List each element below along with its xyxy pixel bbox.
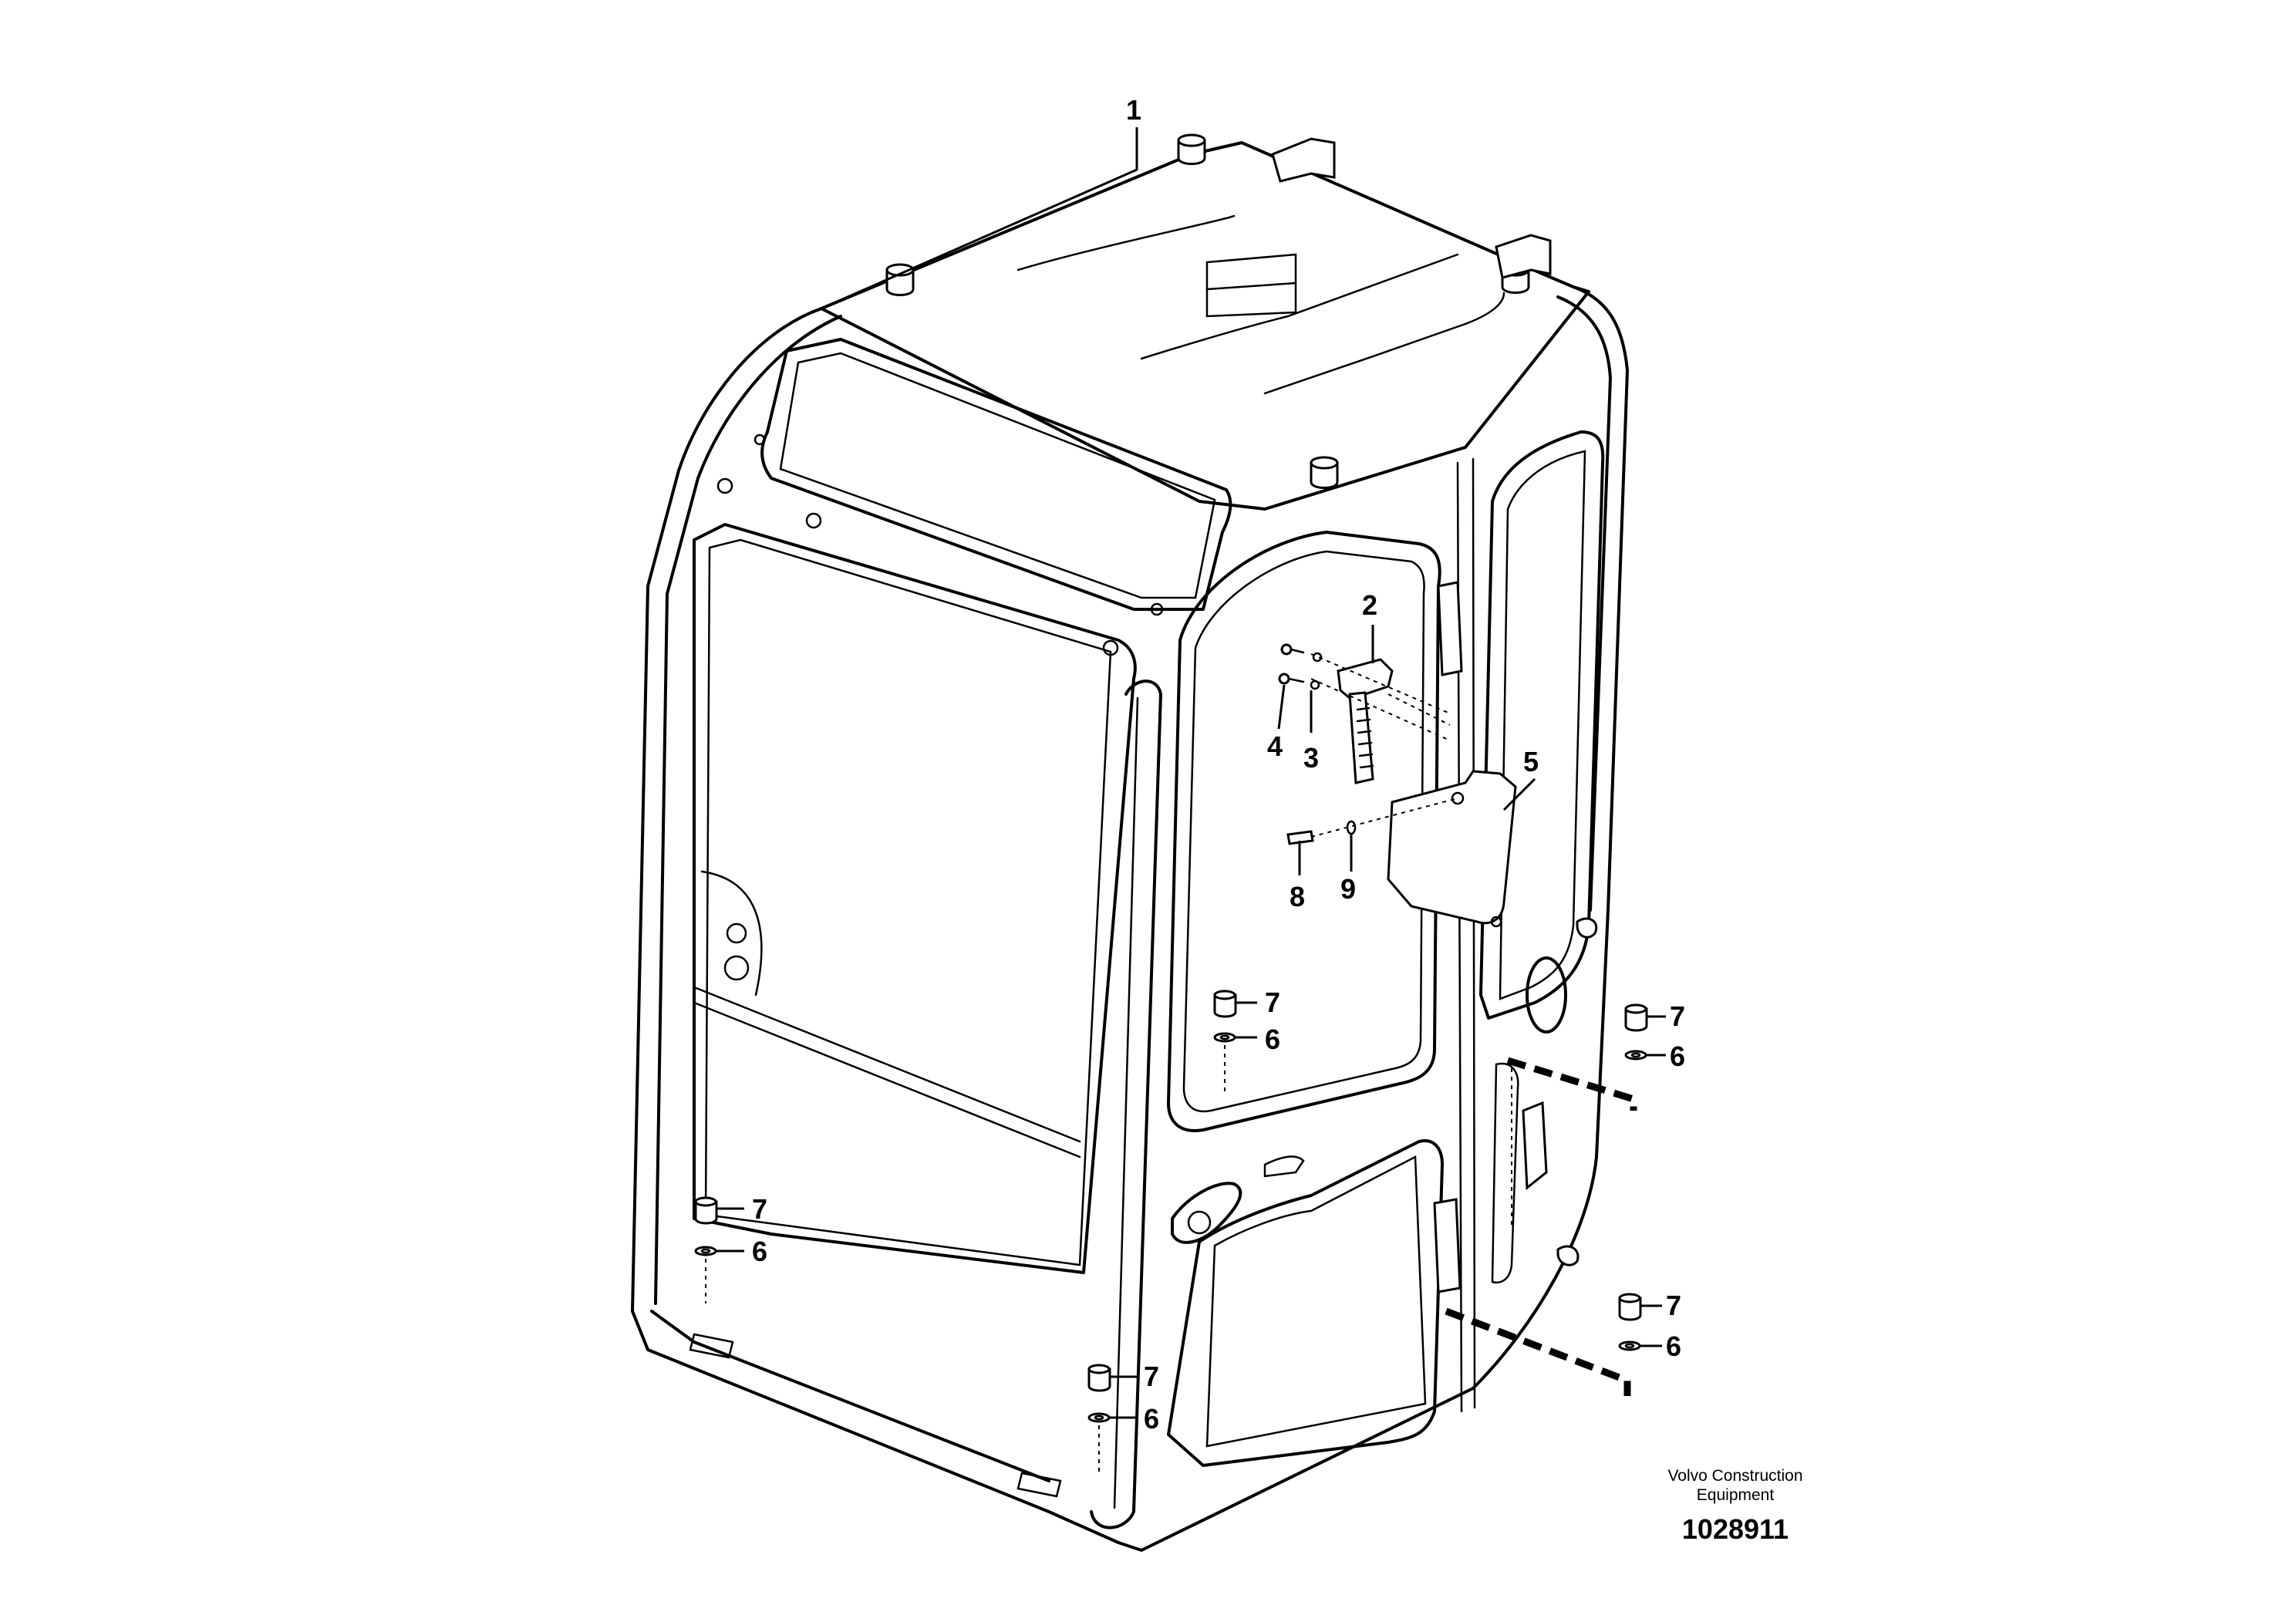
callout-7-set1: 7 — [1265, 986, 1280, 1018]
roof-brackets — [1271, 137, 1552, 279]
cover-plate-assembly — [1286, 770, 1517, 928]
callout-7-set5: 7 — [1144, 1361, 1159, 1392]
fastener-set-4 — [694, 1196, 718, 1303]
callout-2: 2 — [1362, 589, 1377, 621]
fastener-set-3 — [1618, 1293, 1642, 1351]
fastener-set-5 — [1087, 1364, 1111, 1473]
callout-3: 3 — [1303, 742, 1319, 774]
callout-6-set5: 6 — [1144, 1403, 1159, 1435]
callout-9: 9 — [1340, 873, 1356, 905]
callout-7-set3: 7 — [1666, 1290, 1681, 1321]
callout-1: 1 — [1126, 94, 1141, 126]
fastener-set-2 — [1624, 1003, 1648, 1061]
callout-7-set4: 7 — [752, 1193, 767, 1225]
callout-7-set2: 7 — [1670, 1000, 1685, 1032]
fastener-set-1 — [1213, 990, 1237, 1095]
drawing-number: 1028911 — [1682, 1513, 1789, 1545]
callout-6-set4: 6 — [752, 1236, 767, 1267]
callout-4: 4 — [1267, 730, 1283, 762]
cab-body — [631, 133, 1629, 1552]
callout-8: 8 — [1290, 881, 1305, 912]
attachment-path-lower — [1445, 1307, 1631, 1396]
callout-6-set1: 6 — [1265, 1023, 1280, 1055]
callout-6-set2: 6 — [1670, 1040, 1685, 1072]
callout-leaders — [716, 127, 1666, 1419]
callout-5: 5 — [1523, 746, 1539, 777]
manufacturer-credit-line2: Equipment — [1697, 1486, 1775, 1504]
callout-6-set3: 6 — [1666, 1330, 1681, 1362]
attachment-path-upper — [1506, 1057, 1637, 1111]
manufacturer-credit-line1: Volvo Construction — [1667, 1467, 1802, 1485]
latch-assembly — [1278, 643, 1451, 784]
